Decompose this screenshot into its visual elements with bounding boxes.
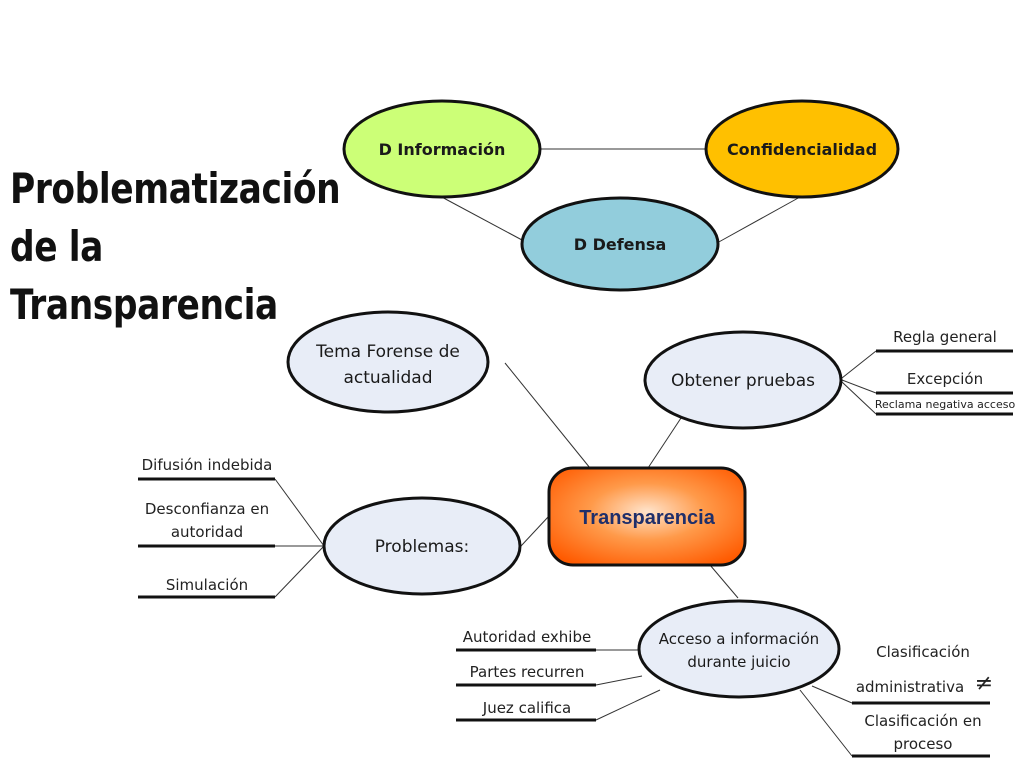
node-confidencialidad: Confidencialidad [704, 99, 900, 199]
page-title: Problematización de la Transparencia [10, 160, 341, 334]
node-tema-forense-line-1: Tema Forense de [315, 342, 460, 362]
connector-center-acceso [709, 564, 739, 599]
node-acceso-line-1: Acceso a información [659, 630, 819, 648]
node-problemas: Problemas: [322, 496, 522, 596]
leaf-clasif-proceso-line-1: Clasificación en [864, 712, 981, 730]
node-tema-forense-shape [286, 310, 490, 414]
connector-lines [274, 148, 877, 757]
connector-info-defensa [437, 194, 523, 241]
not-equal-symbol: ≠ [975, 671, 993, 696]
node-acceso-line-2: durante juicio [687, 653, 790, 671]
node-d-informacion-shape [342, 99, 542, 199]
leaf-clasif-proceso-line-2: proceso [893, 735, 952, 753]
connector-pruebas-center [647, 414, 684, 469]
connector-problemas-difusion [274, 478, 325, 547]
connector-problemas-center [520, 515, 550, 547]
node-confidencialidad-label: Confidencialidad [727, 140, 877, 159]
leaf-partes-recurren: Partes recurren [470, 663, 585, 681]
leaf-autoridad-exhibe: Autoridad exhibe [463, 628, 591, 646]
node-transparencia: Transparencia [547, 466, 747, 567]
connector-problemas-simulacion [274, 545, 325, 598]
leaf-clasif-admin-line-1: Clasificación [876, 643, 970, 661]
node-tema-forense: Tema Forense de actualidad [286, 310, 490, 414]
connector-acceso-juez [595, 689, 661, 721]
connector-pruebas-regla [841, 350, 877, 379]
connector-acceso-partes [595, 675, 643, 686]
node-problemas-label: Problemas: [375, 537, 470, 557]
leaf-reclama-negativa: Reclama negativa acceso [875, 398, 1016, 411]
node-problemas-shape [322, 496, 522, 596]
leaf-desconfianza-line-2: autoridad [171, 523, 243, 541]
title-line-1: Problematización [10, 164, 341, 213]
leaf-simulacion: Simulación [166, 576, 248, 594]
node-acceso-shape [637, 599, 841, 699]
leaf-difusion-indebida: Difusión indebida [142, 456, 273, 474]
connector-acceso-clasif-admin [811, 685, 853, 704]
leaf-desconfianza-line-1: Desconfianza en [145, 500, 269, 518]
node-d-defensa-shape [520, 196, 720, 292]
node-transparencia-label: Transparencia [579, 507, 716, 529]
connector-confid-defensa [716, 196, 801, 244]
node-acceso: Acceso a información durante juicio [637, 599, 841, 699]
node-d-informacion: D Información [342, 99, 542, 199]
connector-acceso-clasif-proceso [799, 689, 853, 757]
node-obtener-pruebas-label: Obtener pruebas [671, 371, 815, 391]
leaf-clasif-admin-line-2: administrativa [856, 678, 964, 696]
leaf-labels: Regla general Excepción Reclama negativa… [142, 328, 1016, 753]
title-line-3: Transparencia [10, 280, 278, 329]
node-d-defensa: D Defensa [520, 196, 720, 292]
node-obtener-pruebas-shape [643, 330, 843, 430]
connector-pruebas-reclama [841, 381, 877, 415]
node-d-defensa-label: D Defensa [574, 235, 667, 254]
node-transparencia-shape [547, 466, 747, 567]
leaf-excepcion: Excepción [907, 370, 983, 388]
node-tema-forense-line-2: actualidad [343, 368, 432, 388]
title-line-2: de la [10, 222, 104, 271]
node-obtener-pruebas: Obtener pruebas [643, 330, 843, 430]
node-confidencialidad-shape [704, 99, 900, 199]
leaf-juez-califica: Juez califica [482, 699, 571, 717]
leaf-underlines [138, 349, 1013, 758]
connector-tema-center [504, 362, 591, 469]
leaf-regla-general: Regla general [893, 328, 997, 346]
node-d-informacion-label: D Información [379, 140, 506, 159]
connector-pruebas-excepcion [841, 379, 877, 394]
